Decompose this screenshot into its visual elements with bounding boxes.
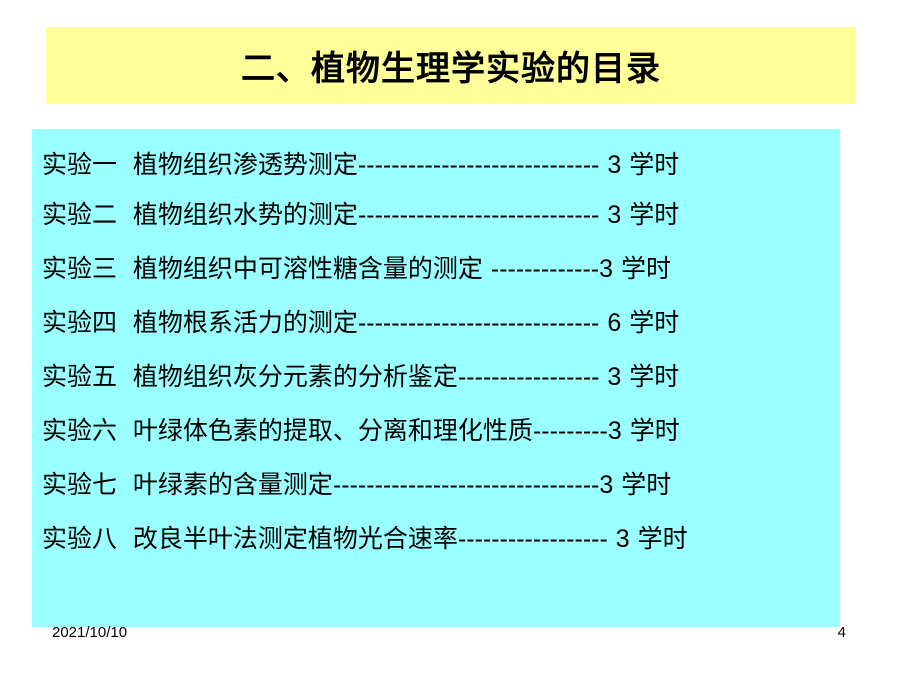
item-unit: 学时: [629, 200, 680, 229]
item-dashes: -----------------------------: [357, 151, 600, 179]
item-hours: 3: [607, 201, 622, 229]
page-number: 4: [837, 624, 846, 641]
item-unit: 学时: [629, 308, 680, 337]
item-name: 植物组织中可溶性糖含量的测定: [132, 254, 491, 283]
list-item: 实验四 植物根系活力的测定---------------------------…: [42, 303, 679, 343]
item-dashes: -------------: [490, 255, 600, 283]
item-name: 叶绿素的含量测定: [132, 470, 333, 499]
item-hours: 3: [607, 417, 622, 445]
item-hours: 3: [607, 151, 622, 179]
item-name: 植物组织水势的测定: [132, 200, 358, 229]
item-hours: 3: [607, 363, 622, 391]
list-item: 实验六 叶绿体色素的提取、分离和理化性质---------3 学时: [42, 411, 680, 451]
item-label: 实验五: [42, 362, 118, 391]
item-label: 实验三: [42, 254, 118, 283]
item-unit: 学时: [621, 470, 672, 499]
item-unit: 学时: [629, 362, 680, 391]
item-dashes: -----------------------------: [357, 309, 600, 337]
item-name: 植物根系活力的测定: [132, 308, 358, 337]
item-dashes: --------------------------------: [332, 471, 600, 499]
list-item: 实验三 植物组织中可溶性糖含量的测定 -------------3 学时: [42, 249, 671, 289]
item-dashes: ------------------: [457, 525, 608, 553]
item-dashes: -----------------------------: [357, 201, 600, 229]
list-item: 实验二 植物组织水势的测定---------------------------…: [42, 195, 679, 235]
item-hours: 6: [607, 309, 622, 337]
item-hours: 3: [615, 525, 630, 553]
footer-date: 2021/10/10: [52, 624, 128, 641]
item-name: 改良半叶法测定植物光合速率: [132, 524, 458, 553]
item-unit: 学时: [637, 524, 688, 553]
item-label: 实验六: [42, 416, 118, 445]
list-item: 实验七 叶绿素的含量测定----------------------------…: [42, 465, 671, 505]
item-label: 实验七: [42, 470, 118, 499]
item-unit: 学时: [620, 254, 671, 283]
title-banner: 二、植物生理学实验的目录: [46, 27, 856, 104]
item-hours: 3: [599, 255, 614, 283]
item-label: 实验八: [42, 524, 118, 553]
list-item: 实验八 改良半叶法测定植物光合速率------------------ 3 学时: [42, 519, 688, 559]
item-label: 实验二: [42, 200, 118, 229]
experiment-list: 实验一 植物组织渗透势测定---------------------------…: [32, 129, 840, 627]
item-name: 植物组织渗透势测定: [132, 150, 358, 179]
list-item: 实验一 植物组织渗透势测定---------------------------…: [42, 145, 679, 185]
item-dashes: -----------------: [457, 363, 600, 391]
item-label: 实验一: [42, 150, 118, 179]
item-unit: 学时: [629, 416, 680, 445]
item-name: 植物组织灰分元素的分析鉴定: [132, 362, 458, 391]
item-label: 实验四: [42, 308, 118, 337]
list-item: 实验五 植物组织灰分元素的分析鉴定----------------- 3 学时: [42, 357, 679, 397]
item-name: 叶绿体色素的提取、分离和理化性质: [132, 416, 533, 445]
item-dashes: ---------: [532, 417, 608, 445]
slide-title: 二、植物生理学实验的目录: [241, 49, 661, 89]
item-hours: 3: [599, 471, 614, 499]
item-unit: 学时: [629, 150, 680, 179]
